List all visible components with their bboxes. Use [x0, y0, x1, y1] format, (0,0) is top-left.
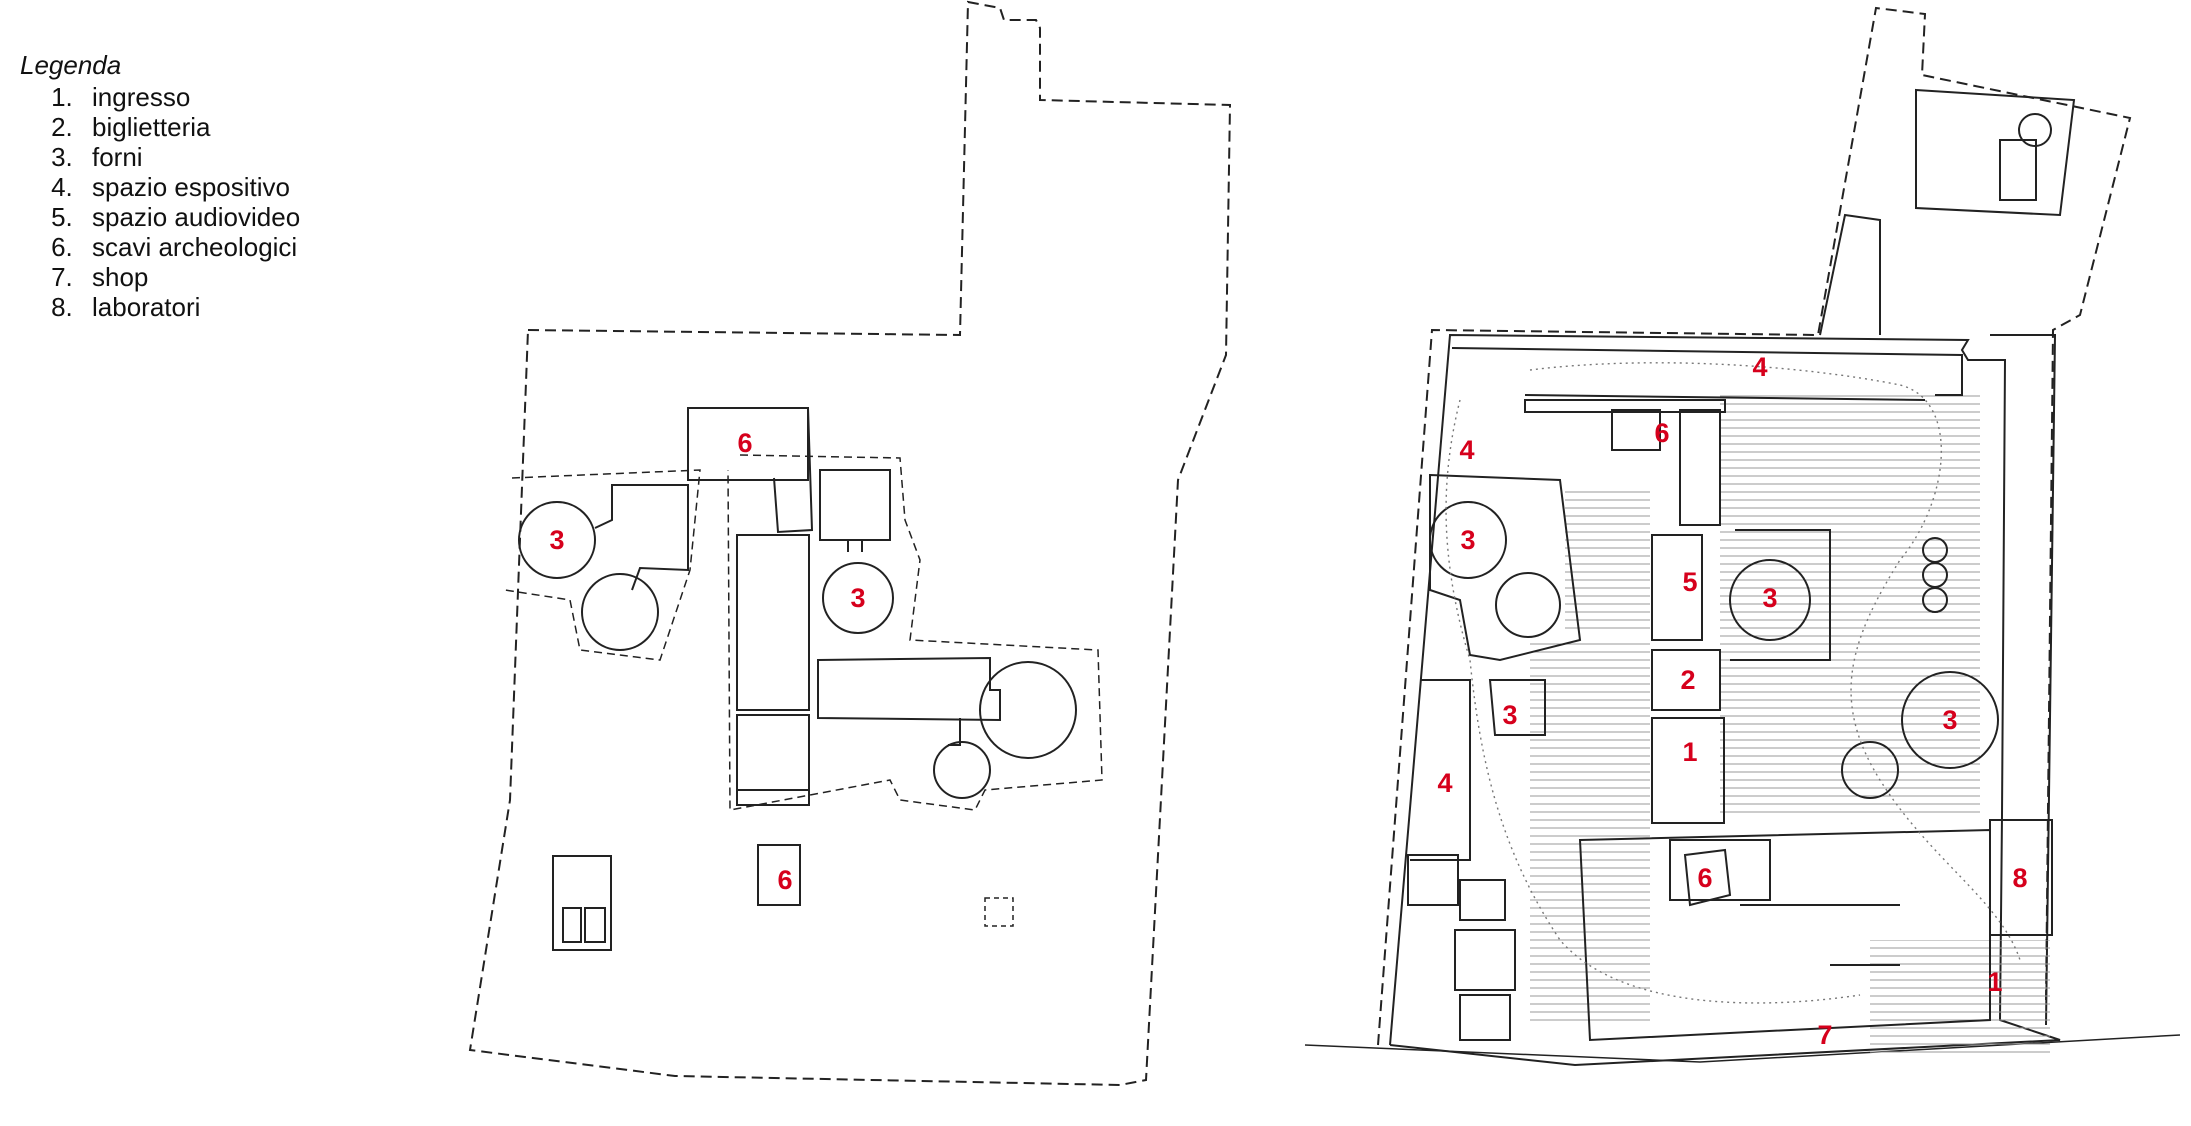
room-entrance-core: [1651, 717, 1725, 824]
room-label: 4: [1752, 352, 1767, 382]
legend-item: spazio audiovideo: [80, 202, 300, 232]
legend-item: forni: [80, 142, 300, 172]
labels-project: 4 4 6 3 5 3 2 3 3 1 4 6 8 1 7: [1437, 352, 2027, 1050]
oven-right-small: [933, 741, 991, 799]
room-label: 8: [2012, 863, 2027, 893]
legend-item: scavi archeologici: [80, 232, 300, 262]
room-label: 4: [1437, 768, 1452, 798]
legend-item: shop: [80, 262, 300, 292]
legend-item: biglietteria: [80, 112, 300, 142]
room-central-2: [736, 714, 810, 806]
site-boundary-project: [1377, 6, 2132, 1046]
room-central-1: [736, 534, 810, 711]
legend-item: ingresso: [80, 82, 300, 112]
room-label: 3: [1460, 525, 1475, 555]
room-label: 3: [1502, 700, 1517, 730]
oven-center-right: [1729, 559, 1811, 641]
oven-right-big: [979, 661, 1077, 759]
plan-existing: [468, 0, 1232, 1087]
visitor-path: [1445, 362, 2021, 1004]
room-excavation-top: [687, 407, 809, 481]
room-label: 5: [1682, 567, 1697, 597]
legend-list: ingresso biglietteria forni spazio espos…: [20, 82, 300, 322]
floor-hatch: [1530, 640, 1650, 1025]
oven-left-bottom: [1495, 572, 1561, 638]
room-label: 6: [777, 865, 792, 895]
room-label: 1: [1987, 967, 2002, 997]
legend-title: Legenda: [20, 50, 122, 80]
gallery-top: [1451, 347, 1963, 401]
labels-existing: 6 3 3 6: [549, 428, 865, 895]
legend-item: spazio espositivo: [80, 172, 300, 202]
oven-big-right: [1901, 671, 1999, 769]
oven-center: [822, 562, 894, 634]
room-label: 6: [1697, 863, 1712, 893]
ruin-perimeter-existing: [504, 469, 701, 661]
oven-left-2: [581, 573, 659, 651]
room-label: 4: [1459, 435, 1474, 465]
room-label: 2: [1680, 665, 1695, 695]
legend-item: laboratori: [80, 292, 300, 322]
room-label: 3: [1762, 583, 1777, 613]
room-label: 3: [850, 583, 865, 613]
room-label: 1: [1682, 737, 1697, 767]
legend: Legenda ingresso biglietteria forni spaz…: [20, 48, 300, 322]
room-shop: [1578, 828, 1991, 1042]
room-label: 6: [737, 428, 752, 458]
room-audiovideo: [1651, 534, 1703, 641]
site-boundary-existing: [468, 0, 1232, 1087]
north-annex: [1819, 88, 2076, 336]
plan-project: [1304, 6, 2181, 1067]
room-label: 6: [1654, 418, 1669, 448]
room-label: 3: [1942, 705, 1957, 735]
room-lab: [1989, 819, 2053, 936]
oven-left-top: [1429, 501, 1507, 579]
oven-left-1: [518, 501, 596, 579]
room-label: 7: [1817, 1020, 1832, 1050]
room-ticket: [1651, 649, 1721, 711]
room-label: 3: [549, 525, 564, 555]
